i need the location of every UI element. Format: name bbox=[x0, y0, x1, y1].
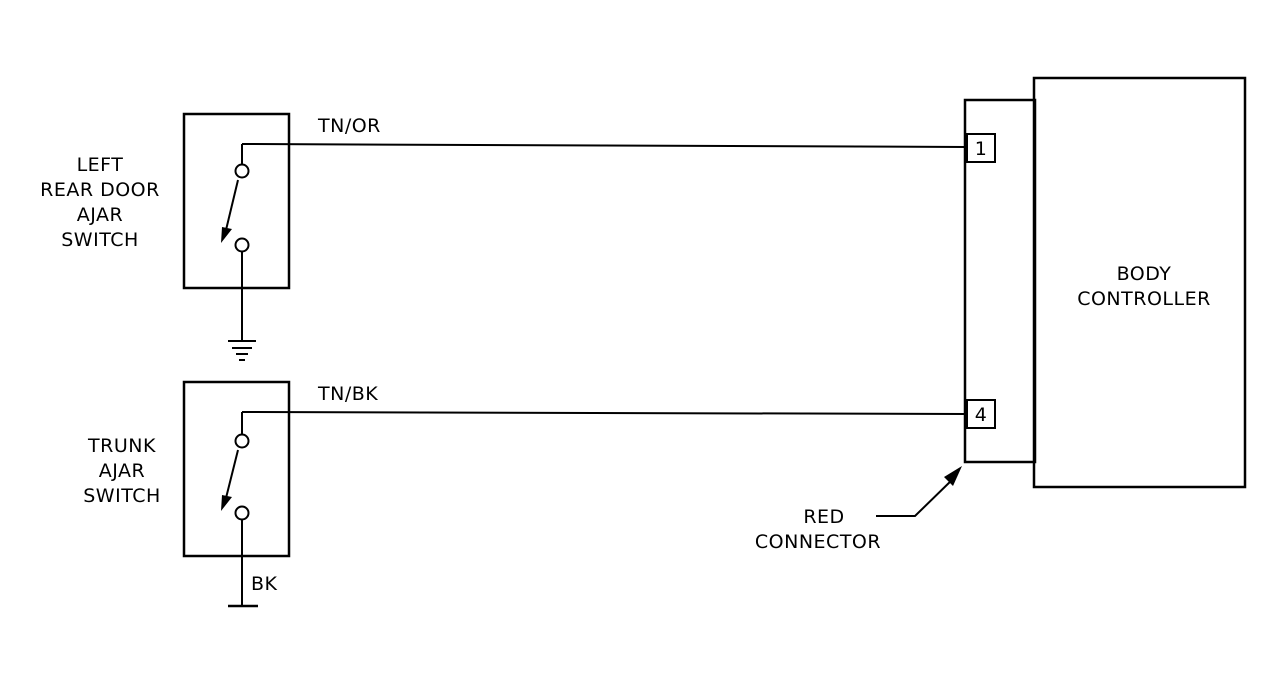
connector-pin-4-label: 4 bbox=[975, 404, 988, 426]
body-controller: BODY CONTROLLER bbox=[1032, 76, 1247, 489]
door-switch-label-line-3: AJAR bbox=[77, 204, 123, 226]
body-controller-label-line-2: CONTROLLER bbox=[1077, 288, 1211, 310]
door-switch-contact-bottom bbox=[234, 237, 250, 253]
body-controller-box bbox=[1032, 76, 1247, 489]
trunk-switch-box bbox=[182, 380, 291, 558]
connector-leader-line bbox=[876, 476, 956, 517]
body-controller-label-line-1: BODY bbox=[1117, 263, 1172, 285]
trunk-switch-contact-top bbox=[234, 433, 250, 449]
connector-label-line-2: CONNECTOR bbox=[755, 531, 881, 553]
trunk-switch-label-line-2: AJAR bbox=[99, 460, 145, 482]
trunk-switch-label-line-3: SWITCH bbox=[83, 485, 161, 507]
trunk-ajar-switch: TRUNK AJAR SWITCH BK bbox=[83, 380, 291, 608]
left-rear-door-ajar-switch: LEFT REAR DOOR AJAR SWITCH bbox=[40, 112, 291, 361]
trunk-switch-arrowhead bbox=[221, 495, 232, 511]
connector-pin-1-box bbox=[966, 133, 996, 163]
door-switch-blade bbox=[225, 179, 239, 231]
door-switch-label-line-1: LEFT bbox=[77, 154, 124, 176]
connector-pin-4-box bbox=[966, 399, 996, 429]
connector-pin-1-label: 1 bbox=[975, 138, 988, 160]
door-signal-wire: TN/OR bbox=[241, 115, 967, 148]
ground-wire-label: BK bbox=[251, 573, 278, 595]
door-switch-label-line-4: SWITCH bbox=[61, 229, 139, 251]
trunk-signal-wire: TN/BK bbox=[241, 383, 967, 415]
door-switch-contact-top bbox=[234, 163, 250, 179]
trunk-switch-label-line-1: TRUNK bbox=[87, 435, 156, 457]
door-wire-color-label: TN/OR bbox=[317, 115, 381, 137]
door-switch-label-line-2: REAR DOOR bbox=[40, 179, 160, 201]
door-switch-arrowhead bbox=[221, 227, 232, 243]
door-switch-box bbox=[182, 112, 291, 290]
red-connector: 1 4 RED CONNECTOR bbox=[755, 98, 1037, 553]
trunk-switch-contact-bottom bbox=[234, 505, 250, 521]
connector-leader-arrowhead bbox=[944, 466, 962, 486]
trunk-wire-color-label: TN/BK bbox=[317, 383, 378, 405]
ground-symbol-icon bbox=[228, 340, 256, 361]
connector-label-line-1: RED bbox=[803, 506, 844, 528]
trunk-switch-blade bbox=[225, 449, 239, 499]
